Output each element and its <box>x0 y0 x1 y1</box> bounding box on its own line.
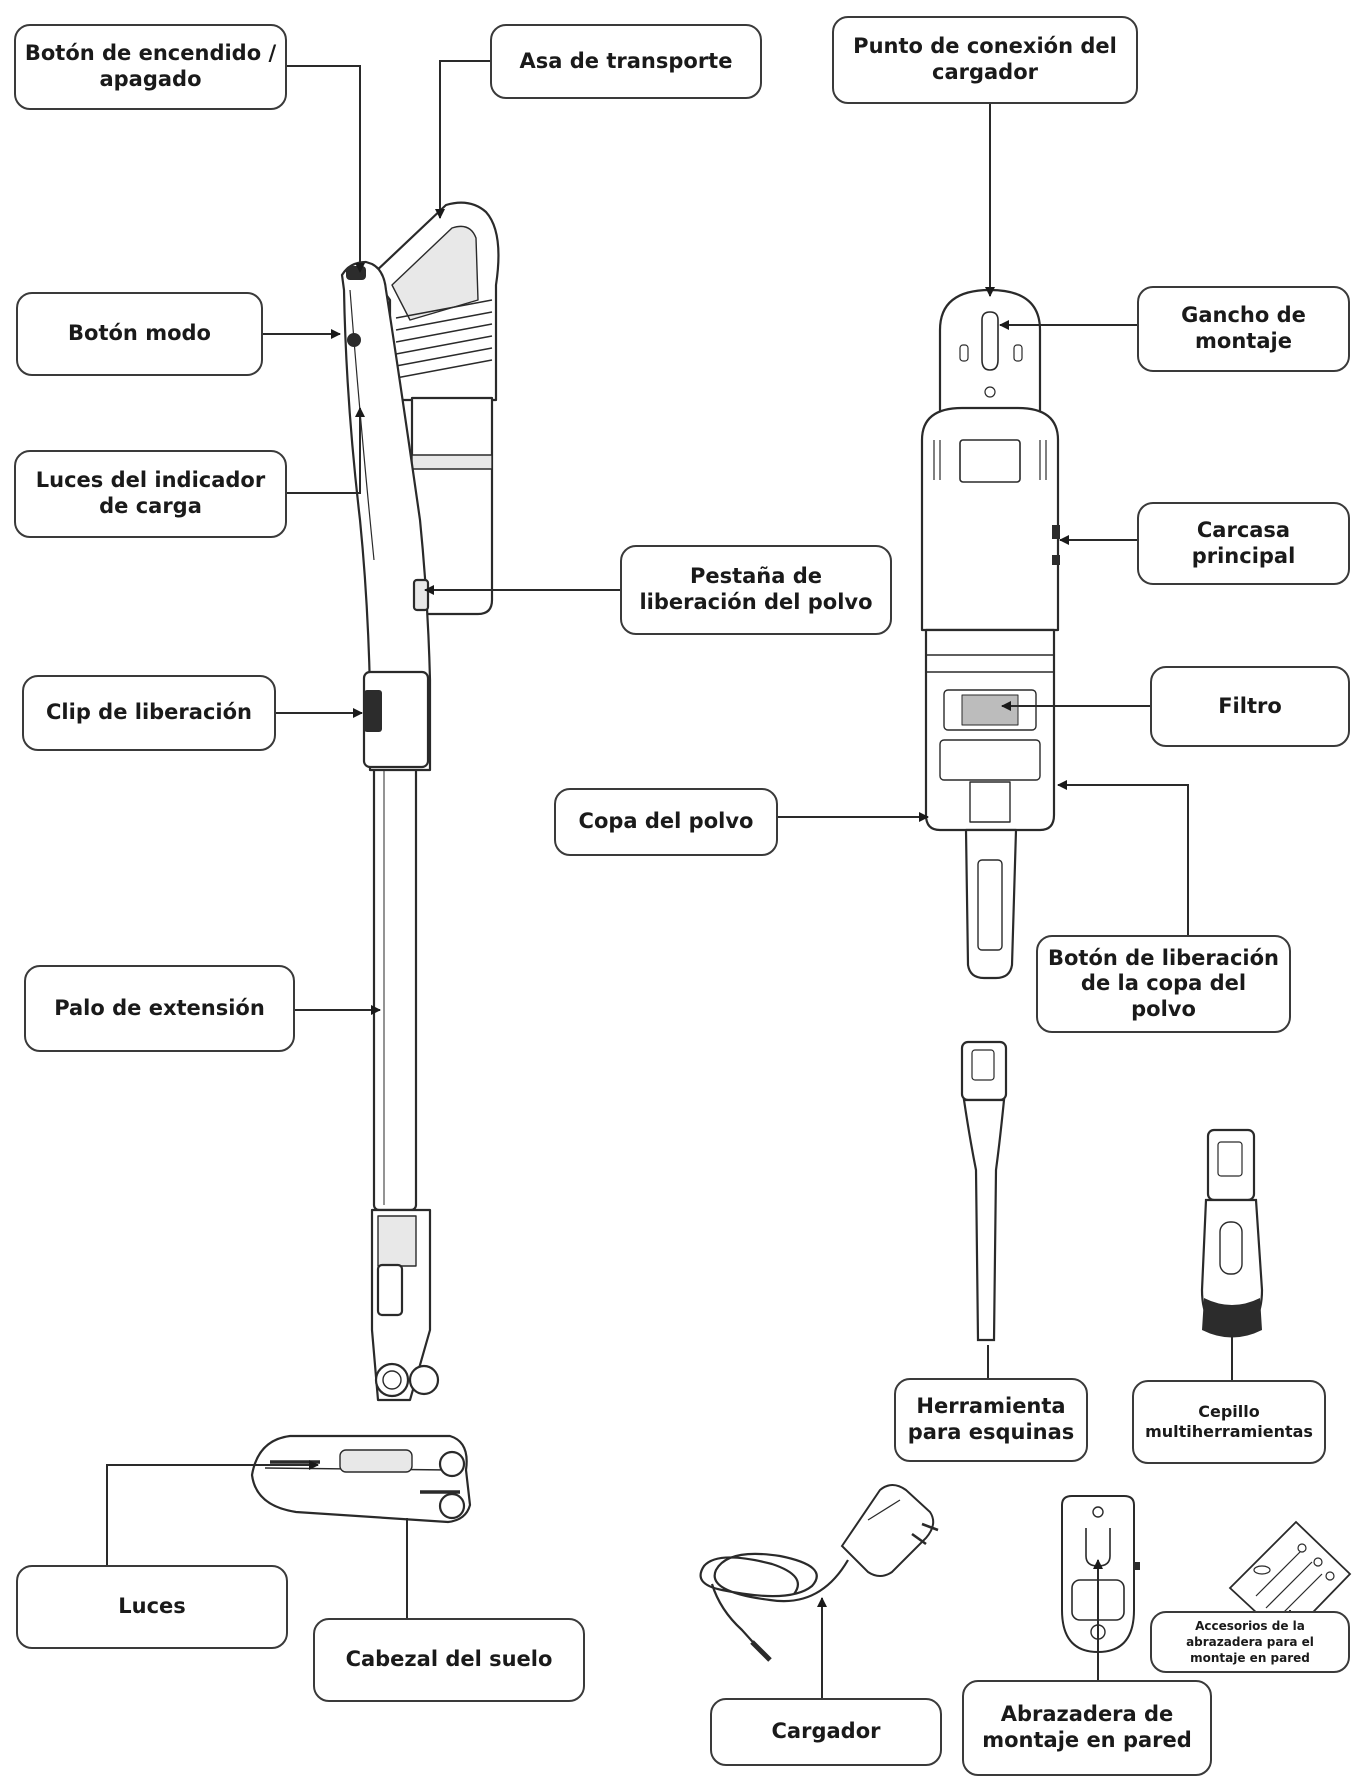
label-release-clip: Clip de liberación <box>22 675 276 751</box>
label-power-button: Botón de encendido / apagado <box>14 24 287 110</box>
label-mount-hook: Gancho de montaje <box>1137 286 1350 372</box>
label-extension-wand: Palo de extensión <box>24 965 295 1052</box>
floor-head-illustration <box>250 1434 472 1524</box>
handheld-unit <box>920 288 1060 980</box>
extension-wand-illustration <box>372 763 418 1212</box>
label-lights: Luces <box>16 1565 288 1649</box>
label-dust-release-tab: Pestaña de liberación del polvo <box>620 545 892 635</box>
label-filter: Filtro <box>1150 666 1350 747</box>
crevice-tool-illustration <box>960 1040 1008 1342</box>
label-wall-accessories: Accesorios de la abrazadera para el mont… <box>1150 1611 1350 1673</box>
label-dust-cup-release: Botón de liberación de la copa del polvo <box>1036 935 1291 1033</box>
charger-illustration <box>699 1484 939 1662</box>
label-carry-handle: Asa de transporte <box>490 24 762 99</box>
label-charger: Cargador <box>710 1698 942 1766</box>
label-multi-brush: Cepillo multiherramientas <box>1132 1380 1326 1464</box>
mount-hook-illustration <box>938 288 1042 422</box>
wall-bracket-illustration <box>1061 1495 1140 1654</box>
label-charger-port: Punto de conexión del cargador <box>832 16 1138 104</box>
main-body-handheld <box>920 406 1060 632</box>
label-floor-head: Cabezal del suelo <box>313 1618 585 1702</box>
label-main-body: Carcasa principal <box>1137 502 1350 585</box>
label-mode-button: Botón modo <box>16 292 263 376</box>
leader-lines <box>106 60 1291 1698</box>
label-wall-bracket: Abrazadera de montaje en pared <box>962 1680 1212 1776</box>
label-crevice-tool: Herramienta para esquinas <box>894 1378 1088 1462</box>
multi-brush-illustration <box>1200 1128 1264 1338</box>
stick-vacuum <box>250 201 500 1524</box>
label-dust-cup: Copa del polvo <box>554 788 778 856</box>
label-charge-lights: Luces del indicador de carga <box>14 450 287 538</box>
